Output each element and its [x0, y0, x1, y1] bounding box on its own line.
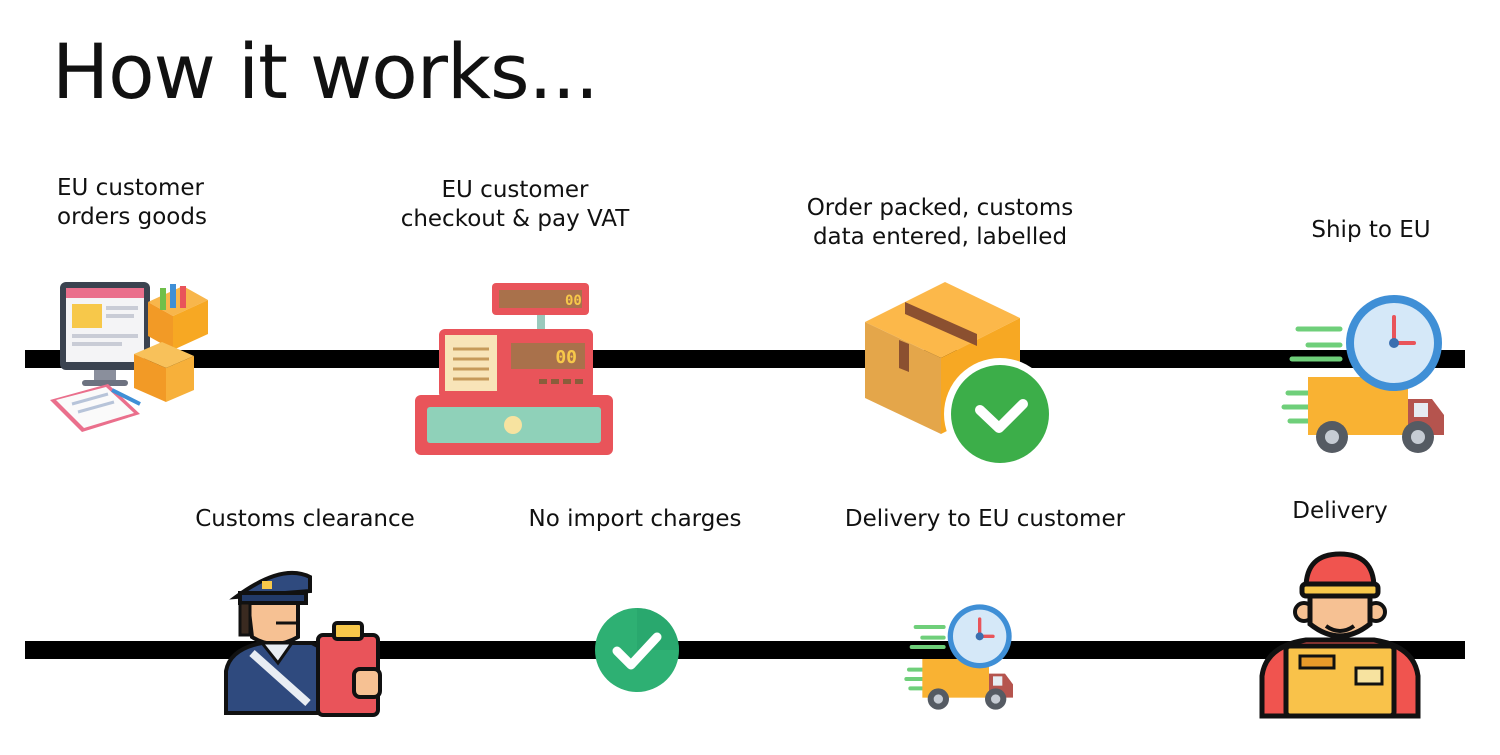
step-label-line: data entered, labelled: [812, 224, 1068, 250]
step-label-delivery-to-eu-customer: Delivery to EU customer: [830, 505, 1140, 534]
step-label-delivery: Delivery: [1285, 497, 1395, 526]
courier-icon: [1259, 548, 1422, 720]
customs-officer-icon: [222, 553, 387, 718]
step-label-line: Customs clearance: [195, 506, 415, 532]
computer-order-icon: [48, 272, 213, 442]
step-label-line: checkout & pay VAT: [400, 206, 630, 232]
register-main-display: 00: [555, 347, 577, 368]
register-top-display: 00: [565, 293, 582, 309]
cash-register-icon: 00 00: [415, 283, 615, 455]
page-title: How it works...: [52, 27, 599, 116]
step-label-line: Delivery to EU customer: [844, 506, 1126, 532]
step-label-line: orders goods: [57, 204, 207, 230]
step-label-customs-clearance: Customs clearance: [180, 505, 430, 534]
step-label-line: EU customer: [57, 175, 204, 201]
step-label-no-import-charges: No import charges: [515, 505, 755, 534]
delivery-truck-clock-icon: [904, 603, 1015, 711]
step-label-line: Ship to EU: [1311, 217, 1431, 243]
step-label-ship-to-eu: Ship to EU: [1296, 216, 1446, 245]
step-label-line: Delivery: [1292, 498, 1388, 524]
step-label-line: EU customer: [441, 177, 589, 203]
step-label-checkout-pay-vat: EU customer checkout & pay VAT: [390, 176, 640, 234]
step-label-orders-goods: EU customer orders goods: [57, 174, 207, 232]
step-label-line: Order packed, customs: [806, 195, 1074, 221]
check-circle-icon: [594, 607, 680, 693]
step-label-line: No import charges: [528, 506, 742, 532]
delivery-truck-clock-icon: [1281, 293, 1447, 455]
timeline-bar-bottom: [25, 641, 1465, 659]
step-label-order-packed: Order packed, customs data entered, labe…: [790, 194, 1090, 252]
packed-box-check-icon: [865, 282, 1056, 470]
timeline-bar-top: [25, 350, 1465, 368]
